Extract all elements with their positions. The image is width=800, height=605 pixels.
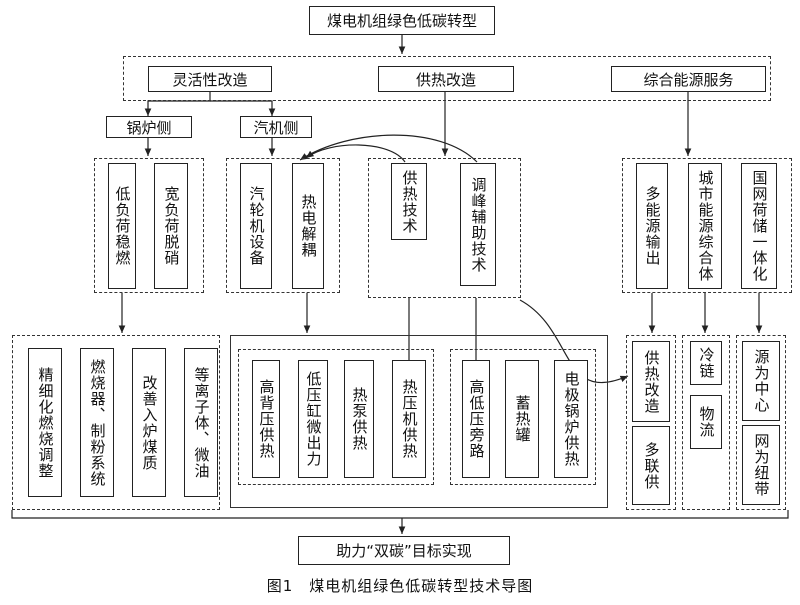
turbine-group1-item-2: 低压缸微出力 bbox=[298, 360, 328, 478]
service-col1-group bbox=[626, 335, 676, 510]
branches-group bbox=[123, 56, 771, 101]
heat-power-decoupling-box: 热电解耦 bbox=[292, 163, 324, 289]
service-col3-group bbox=[736, 335, 786, 510]
turbine-group1 bbox=[238, 349, 434, 485]
goal-box: 助力“双碳”目标实现 bbox=[298, 536, 510, 565]
boiler-measure-3: 改善入炉煤质 bbox=[132, 348, 166, 497]
heating-tech-box: 供热技术 bbox=[391, 163, 427, 240]
turbine-group1-item-1: 高背压供热 bbox=[252, 360, 280, 478]
branch-energy-service: 综合能源服务 bbox=[611, 66, 766, 92]
turbine-group2-item-1: 高低压旁路 bbox=[462, 360, 490, 478]
urban-energy-complex-box: 城市能源综合体 bbox=[688, 163, 722, 289]
turbine-tech-group bbox=[226, 158, 340, 293]
boiler-measure-2: 燃烧器、制粉系统 bbox=[80, 348, 114, 497]
heating-tech-group bbox=[368, 158, 521, 298]
bottom-bracket bbox=[11, 510, 789, 519]
service-col3-item-2: 网为纽带 bbox=[742, 425, 780, 505]
grid-storage-box: 国网荷储一体化 bbox=[741, 163, 777, 289]
connector-heating-tech-curve bbox=[305, 144, 406, 163]
turbine-group2 bbox=[450, 349, 596, 485]
boiler-side-box: 锅炉侧 bbox=[106, 116, 192, 138]
turbine-group2-item-3: 电极锅炉供热 bbox=[554, 360, 588, 478]
title-box: 煤电机组绿色低碳转型 bbox=[309, 6, 495, 35]
turbine-group2-item-2: 蓄热罐 bbox=[505, 360, 539, 478]
connector-flex-to-boiler bbox=[144, 92, 211, 116]
boiler-tech-group bbox=[94, 158, 204, 293]
branch-heating: 供热改造 bbox=[378, 66, 514, 92]
boiler-measures-group bbox=[12, 335, 220, 510]
turbine-group1-item-4: 热压机供热 bbox=[392, 360, 426, 478]
peak-aux-tech-box: 调峰辅助技术 bbox=[460, 163, 496, 286]
service-col1-item-1: 供热改造 bbox=[632, 341, 670, 422]
service-col2-item-2: 物流 bbox=[690, 395, 722, 449]
service-group bbox=[622, 158, 792, 293]
turbine-group1-item-3: 热泵供热 bbox=[344, 360, 374, 478]
turbine-side-box: 汽机侧 bbox=[240, 116, 312, 138]
service-col3-item-1: 源为中心 bbox=[742, 341, 780, 421]
branch-flexibility: 灵活性改造 bbox=[148, 66, 272, 92]
boiler-measure-4: 等离子体、微油 bbox=[184, 348, 218, 497]
wide-load-denox-box: 宽负荷脱硝 bbox=[154, 163, 188, 289]
turbine-measures-panel bbox=[230, 335, 608, 508]
service-col1-item-2: 多联供 bbox=[632, 426, 670, 505]
low-load-stable-box: 低负荷稳燃 bbox=[108, 163, 136, 289]
turbine-equipment-box: 汽轮机设备 bbox=[240, 163, 272, 289]
boiler-measure-1: 精细化燃烧调整 bbox=[28, 348, 62, 497]
multi-energy-output-box: 多能源输出 bbox=[636, 163, 668, 289]
service-col2-group bbox=[682, 335, 730, 510]
figure-caption: 图1 煤电机组绿色低碳转型技术导图 bbox=[266, 577, 534, 595]
connector-peak-tech-curve bbox=[299, 134, 478, 163]
connector-flex-to-turbine bbox=[210, 100, 276, 116]
service-col2-item-1: 冷链 bbox=[690, 341, 722, 385]
